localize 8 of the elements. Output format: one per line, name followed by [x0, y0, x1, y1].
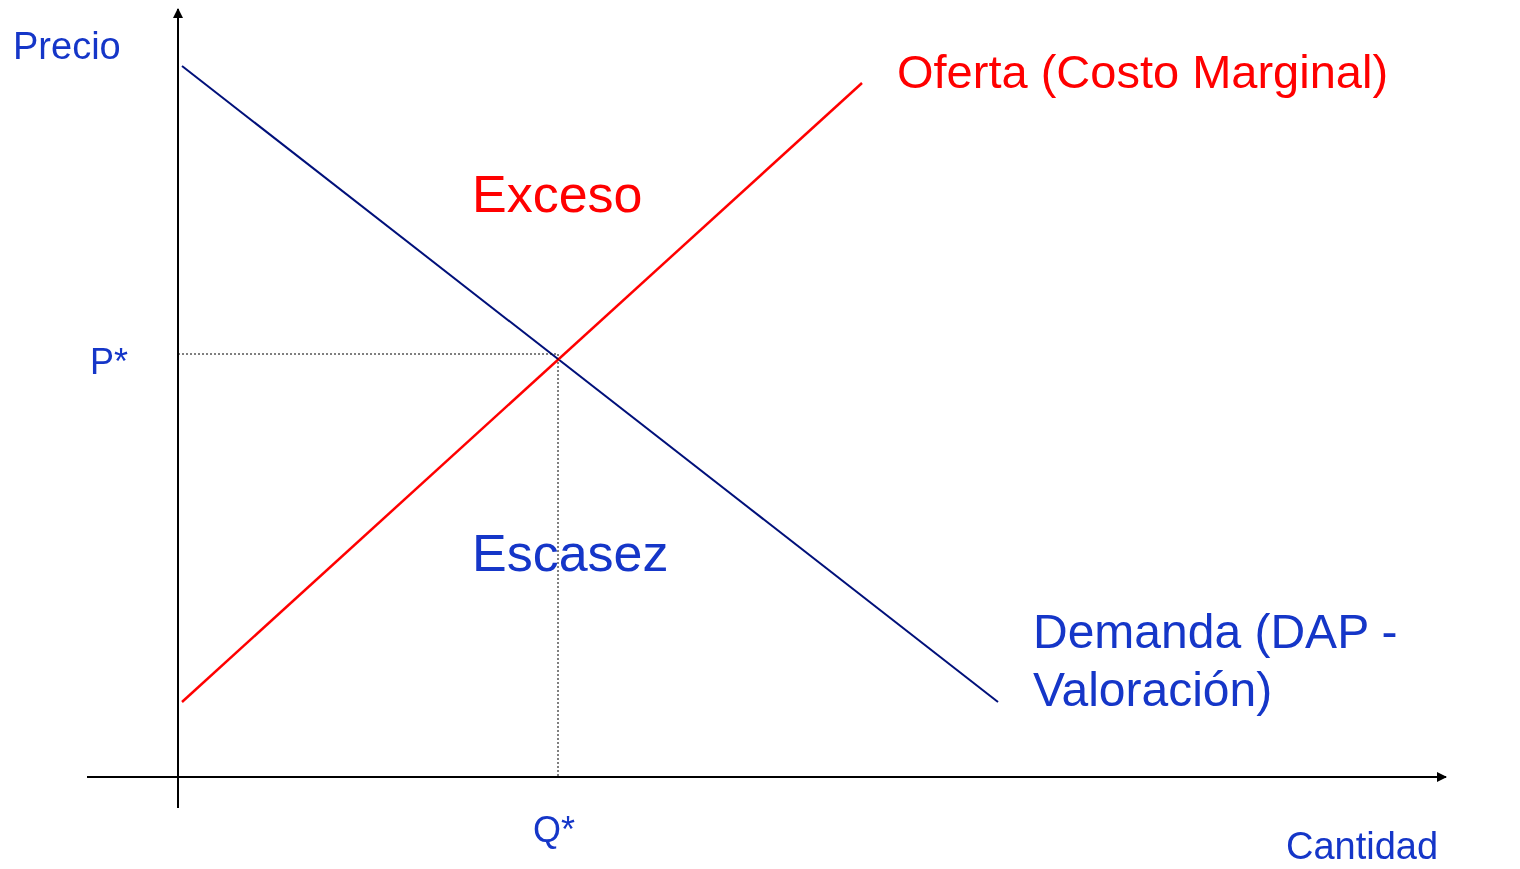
axis-tick-label: Q* — [533, 808, 575, 852]
curve-label: Oferta (Costo Marginal) — [897, 44, 1389, 100]
axis-title: Cantidad — [1286, 824, 1439, 869]
region-label: Exceso — [472, 164, 643, 225]
region-label: Escasez — [472, 523, 669, 584]
axis-title: Precio — [13, 24, 121, 69]
curve-label: Demanda (DAP - Valoración) — [1033, 604, 1399, 718]
axis-tick-label: P* — [90, 340, 129, 384]
